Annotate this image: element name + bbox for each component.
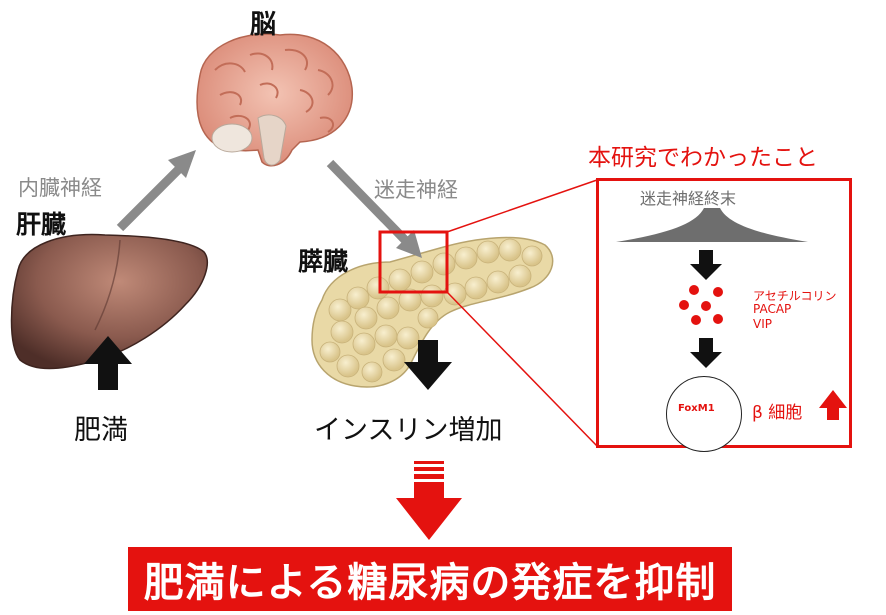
transmitter-down-arrow [690, 338, 722, 368]
pancreas-zoom-box [378, 230, 449, 294]
visceral-nerve-arrow [116, 150, 196, 232]
foxm1-label: FoxM1 [678, 403, 715, 414]
zoom-connector-top [446, 179, 598, 233]
nerve-terminal-label: 迷走神経終末 [640, 189, 737, 208]
liver-label: 肝臓 [16, 210, 67, 239]
insulin-increase-label: インスリン増加 [314, 415, 503, 446]
brain-label: 脳 [250, 10, 277, 40]
pancreas-illustration [311, 236, 554, 388]
brain-illustration [196, 33, 353, 167]
terminal-down-arrow [690, 250, 722, 280]
conclusion-arrow [396, 461, 462, 540]
zoom-connector-bottom [446, 291, 598, 447]
transmitter-dots [679, 285, 723, 325]
beta-cell-circle [666, 376, 742, 452]
beta-cell-up-arrow [819, 390, 847, 420]
transmitter-vip: VIP [753, 317, 772, 331]
finding-title: 本研究でわかったこと [588, 145, 818, 171]
obesity-label: 肥満 [74, 415, 128, 446]
vagus-nerve-label: 迷走神経 [374, 178, 458, 202]
obesity-up-arrow [84, 336, 132, 390]
liver-illustration [10, 233, 208, 370]
transmitter-acetylcholine: アセチルコリン [753, 289, 837, 303]
conclusion-banner: 肥満による糖尿病の発症を抑制 [128, 547, 732, 611]
visceral-nerve-label: 内臓神経 [18, 176, 102, 200]
pancreas-label: 膵臓 [298, 247, 349, 276]
vagus-nerve-arrow [326, 159, 422, 258]
transmitter-pacap: PACAP [753, 302, 792, 316]
insulin-down-arrow [404, 340, 452, 390]
beta-cell-label: β 細胞 [752, 403, 803, 423]
nerve-terminal-shape [616, 208, 808, 242]
